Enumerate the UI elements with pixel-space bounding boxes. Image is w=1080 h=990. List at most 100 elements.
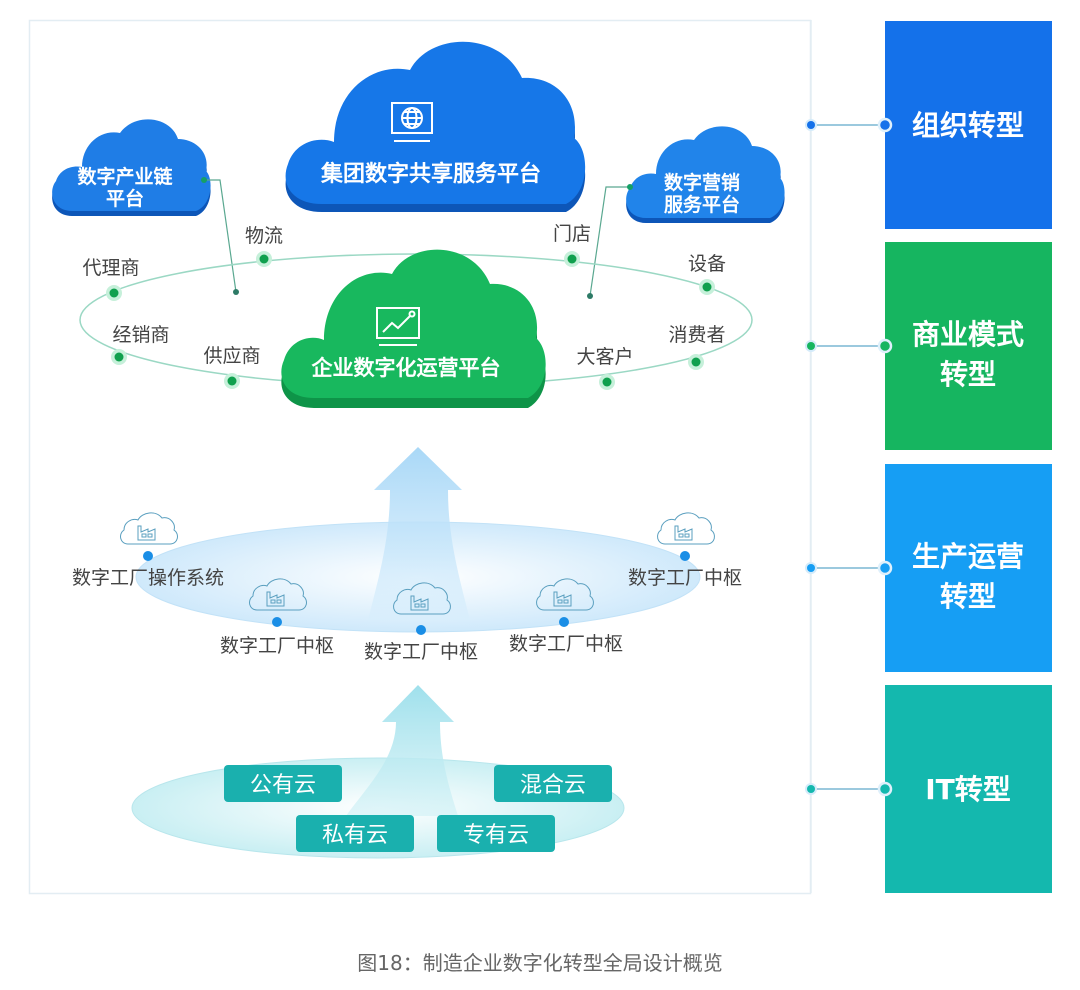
group-digital-shared-service-cloud: 集团数字共享服务平台: [285, 41, 586, 213]
factory-node-dot: [143, 551, 153, 561]
main-cloud-label: 集团数字共享服务平台: [320, 161, 541, 187]
factory-node: 数字工厂中枢: [509, 578, 623, 655]
ring-node-dot: [109, 288, 119, 298]
ring-node-label: 消费者: [668, 324, 725, 346]
panel-label-line1: 商业模式: [912, 318, 1024, 351]
ring-node-label: 设备: [688, 253, 726, 275]
panel-connector-ring: [877, 117, 893, 133]
ring-node-dot: [602, 377, 612, 387]
group-marketing-service-cloud: 数字营销 服务平台: [626, 126, 785, 223]
cloud-type-pill: 公有云: [224, 765, 342, 802]
factory-node: 数字工厂中枢: [220, 578, 334, 657]
ring-node-dot: [114, 352, 124, 362]
panel-connector-ring: [877, 781, 893, 797]
ring-node-dot: [567, 254, 577, 264]
left-cloud-label-line1: 数字产业链: [77, 165, 172, 188]
ring-node-label: 供应商: [203, 345, 260, 367]
panel-background: [885, 464, 1052, 672]
ring-node: 门店: [553, 223, 591, 267]
factory-node-dot: [680, 551, 690, 561]
main-cloud: [285, 41, 586, 205]
panel-connector-dot: [807, 785, 815, 793]
panel-background: [885, 21, 1052, 229]
ring-node: 设备: [688, 253, 726, 295]
right-cloud-label-line2: 服务平台: [664, 193, 740, 216]
center-cloud: [281, 249, 546, 398]
right-cloud-connector: [589, 186, 630, 297]
factory-cloud-icon: [120, 512, 178, 545]
factory-node: 数字工厂中枢: [628, 512, 742, 589]
pill-label: 公有云: [250, 773, 316, 798]
factory-cloud-icon: [393, 582, 451, 615]
ring-node-label: 大客户: [576, 346, 633, 368]
figure-caption: 图18：制造企业数字化转型全局设计概览: [357, 951, 722, 975]
factory-node-dot: [272, 617, 282, 627]
panel-label: IT转型: [925, 773, 1011, 806]
factory-cloud-icon: [657, 512, 715, 545]
panel-background: [885, 242, 1052, 450]
factory-nodes: 数字工厂操作系统数字工厂中枢数字工厂中枢数字工厂中枢数字工厂中枢: [72, 512, 742, 663]
pill-background: [494, 765, 612, 802]
factory-node-dot: [559, 617, 569, 627]
right-cloud: [626, 126, 785, 218]
ring-node-label: 门店: [553, 223, 591, 245]
pill-background: [437, 815, 555, 852]
ring-node: 消费者: [668, 324, 726, 370]
ring-node: 大客户: [576, 346, 634, 390]
pill-label: 混合云: [520, 773, 586, 798]
ring-node-label: 代理商: [82, 257, 139, 279]
ring-node: 供应商: [203, 345, 261, 389]
ring-node-dot: [691, 357, 701, 367]
panel-label-line2: 转型: [940, 580, 996, 613]
group-industry-chain-cloud: 数字产业链 平台: [52, 119, 211, 216]
factory-node: 数字工厂操作系统: [72, 512, 224, 589]
left-cloud-connector: [204, 179, 237, 293]
left-cloud: [52, 119, 211, 211]
upward-arrow-infra: [346, 685, 458, 816]
factory-node: 数字工厂中枢: [364, 582, 478, 663]
left-cloud-connector-dot: [201, 177, 207, 183]
pill-background: [224, 765, 342, 802]
panel-connector-dot: [807, 121, 815, 129]
right-cloud-connector-end: [587, 293, 593, 299]
ring-node-label: 物流: [245, 225, 283, 247]
cloud-type-pill: 私有云: [296, 815, 414, 852]
panel-label-line1: 生产运营: [912, 540, 1024, 573]
upward-arrow-factory: [368, 447, 470, 620]
factory-node-label: 数字工厂中枢: [364, 641, 478, 663]
ring-node-dot: [702, 282, 712, 292]
panel-connector-dot: [807, 564, 815, 572]
ring-node-dot: [259, 254, 269, 264]
ring-node-dot: [227, 376, 237, 386]
chart-monitor-icon: [376, 307, 420, 346]
panel-label-line2: 转型: [940, 358, 996, 391]
cloud-type-pill: 专有云: [437, 815, 555, 852]
right-cloud-connector-dot: [627, 184, 633, 190]
panel-connector-dot: [807, 342, 815, 350]
globe-monitor-icon: [391, 102, 433, 142]
factory-node-dot: [416, 625, 426, 635]
pill-background: [296, 815, 414, 852]
transformation-panel: IT转型: [805, 685, 1052, 893]
center-cloud-label: 企业数字化运营平台: [311, 356, 501, 380]
factory-node-label: 数字工厂中枢: [220, 635, 334, 657]
group-enterprise-operation-cloud: 企业数字化运营平台: [281, 249, 546, 408]
panel-connector-ring: [877, 560, 893, 576]
panel-background: [885, 685, 1052, 893]
ring-node: 代理商: [82, 257, 140, 301]
cloud-type-pill: 混合云: [494, 765, 612, 802]
factory-node-label: 数字工厂中枢: [509, 633, 623, 655]
factory-cloud-icon: [249, 578, 307, 611]
pill-label: 专有云: [463, 823, 529, 848]
ring-node-label: 经销商: [112, 324, 169, 346]
ring-node: 物流: [245, 225, 283, 267]
factory-node-label: 数字工厂中枢: [628, 567, 742, 589]
pill-label: 私有云: [322, 823, 388, 848]
factory-node-label: 数字工厂操作系统: [72, 567, 224, 589]
panel-label: 组织转型: [912, 109, 1024, 142]
